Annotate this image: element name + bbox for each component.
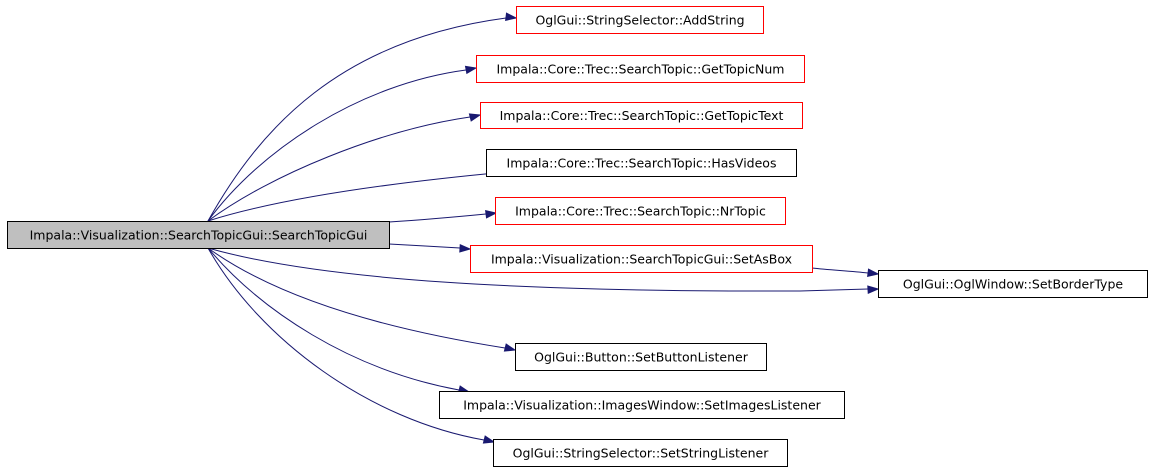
node-label: Impala::Visualization::SearchTopicGui::S… (30, 228, 368, 243)
node-label: OglGui::Button::SetButtonListener (534, 350, 749, 365)
edge-root-to-n5 (388, 213, 487, 223)
edge-root-to-n4 (207, 171, 507, 222)
edge-arrowhead (867, 268, 880, 277)
edge-root-to-n8 (207, 247, 506, 349)
node-impala-core-trec-searchtopic-nrtopic[interactable]: Impala::Core::Trec::SearchTopic::NrTopic (495, 197, 786, 225)
node-label: Impala::Core::Trec::SearchTopic::NrTopic (515, 204, 766, 219)
edge-arrowhead (503, 343, 517, 352)
edge-arrowhead (468, 113, 482, 122)
edge-arrowhead (485, 210, 498, 219)
node-oglgui-stringselector-setstringlistener: OglGui::StringSelector::SetStringListene… (493, 439, 788, 467)
edge-root-to-n3 (207, 116, 471, 222)
node-box (493, 439, 788, 467)
edge-arrowhead (464, 65, 478, 75)
node-impala-core-trec-searchtopic-hasvideos: Impala::Core::Trec::SearchTopic::HasVide… (486, 149, 797, 177)
edge-arrowhead (482, 435, 496, 444)
node-impala-visualization-searchtopicgui-searchtopicgui: Impala::Visualization::SearchTopicGui::S… (7, 221, 390, 249)
node-box (470, 245, 813, 273)
edge-root-to-n9 (207, 247, 460, 391)
node-label: OglGui::OglWindow::SetBorderType (903, 277, 1123, 292)
node-label: Impala::Visualization::SearchTopicGui::S… (491, 252, 792, 267)
node-impala-core-trec-searchtopic-gettopicnum[interactable]: Impala::Core::Trec::SearchTopic::GetTopi… (476, 55, 805, 83)
node-box (516, 6, 764, 34)
node-label: Impala::Core::Trec::SearchTopic::HasVide… (507, 156, 777, 171)
node-impala-visualization-searchtopicgui-setasbox[interactable]: Impala::Visualization::SearchTopicGui::S… (470, 245, 813, 273)
node-box (486, 149, 797, 177)
node-box (878, 270, 1148, 298)
node-impala-core-trec-searchtopic-gettopictext[interactable]: Impala::Core::Trec::SearchTopic::GetTopi… (480, 102, 803, 129)
edge-root-to-n7 (207, 247, 869, 292)
node-label: Impala::Core::Trec::SearchTopic::GetTopi… (497, 62, 785, 77)
node-oglgui-stringselector-addstring[interactable]: OglGui::StringSelector::AddString (516, 6, 764, 34)
edge-n6-to-n7 (811, 267, 869, 274)
edge-root-to-n10 (207, 247, 485, 441)
node-box (480, 102, 803, 129)
node-oglgui-oglwindow-setbordertype: OglGui::OglWindow::SetBorderType (878, 270, 1148, 298)
edge-root-to-n2 (207, 69, 467, 222)
call-graph-nodes: Impala::Visualization::SearchTopicGui::S… (7, 6, 1148, 467)
node-box (495, 197, 786, 225)
node-oglgui-button-setbuttonlistener: OglGui::Button::SetButtonListener (515, 343, 767, 371)
node-label: OglGui::StringSelector::SetStringListene… (513, 446, 770, 461)
edge-arrowhead (867, 285, 880, 294)
edge-arrowhead (505, 12, 518, 21)
node-label: Impala::Core::Trec::SearchTopic::GetTopi… (500, 108, 784, 123)
edge-root-to-n6 (388, 243, 461, 249)
node-label: Impala::Visualization::ImagesWindow::Set… (463, 398, 821, 413)
edge-arrowhead (459, 244, 472, 253)
node-box (515, 343, 767, 371)
node-box (439, 391, 845, 419)
node-impala-visualization-imageswindow-setimageslistener: Impala::Visualization::ImagesWindow::Set… (439, 391, 845, 419)
edge-root-to-n1 (207, 17, 507, 222)
node-box (7, 221, 390, 249)
node-box (476, 55, 805, 83)
node-label: OglGui::StringSelector::AddString (535, 13, 744, 28)
